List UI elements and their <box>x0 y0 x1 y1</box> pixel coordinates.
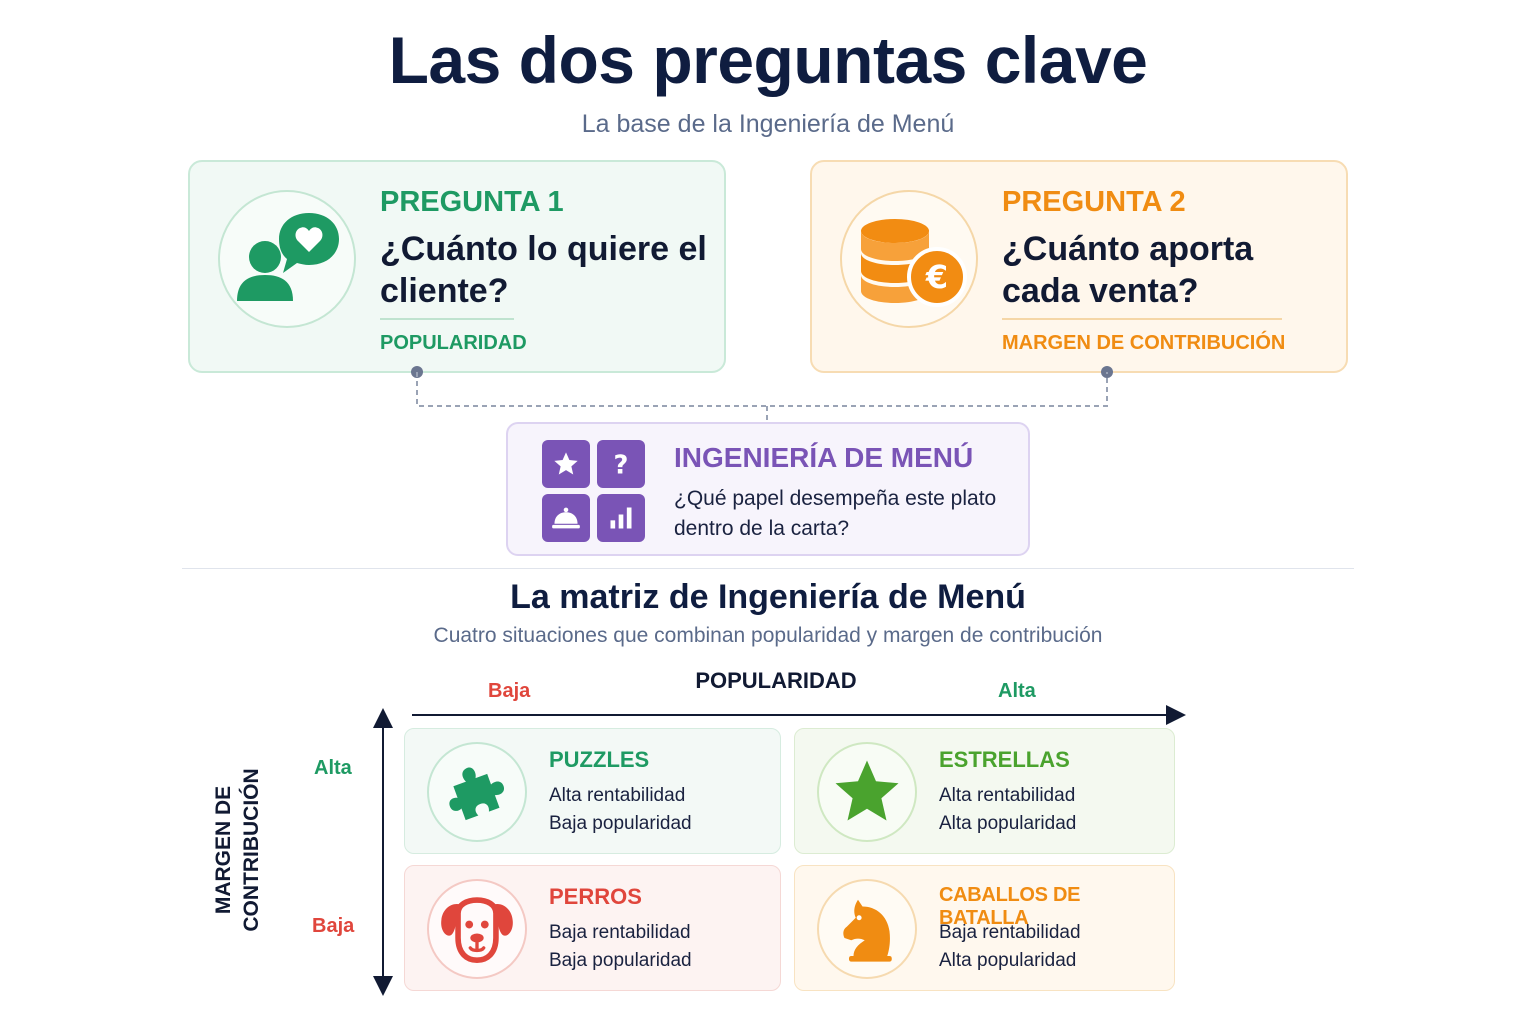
quadrant-profitability: Alta rentabilidad <box>549 785 686 806</box>
svg-text:?: ? <box>614 450 629 478</box>
question-1-text: ¿Cuánto lo quiere el cliente? <box>380 230 707 310</box>
cloche-icon <box>542 494 590 542</box>
bar-chart-icon <box>597 494 645 542</box>
svg-text:€: € <box>925 258 948 296</box>
question-2-concept: MARGEN DE CONTRIBUCIÓN <box>1002 332 1286 354</box>
section-divider <box>182 568 1354 569</box>
quadrant-caballos-de-batalla: CABALLOS DE BATALLA Baja rentabilidad Al… <box>794 865 1175 991</box>
euro-coins-icon: € <box>840 190 978 328</box>
puzzle-piece-icon <box>427 742 527 842</box>
question-1-concept: POPULARIDAD <box>380 332 527 354</box>
quadrant-popularity: Alta popularidad <box>939 813 1077 834</box>
x-axis-high-label: Alta <box>998 680 1036 702</box>
quadrant-title: PERROS <box>549 884 642 909</box>
dog-icon <box>427 879 527 979</box>
y-axis-low-label: Baja <box>312 915 355 937</box>
question-mark-icon: ? <box>597 440 645 488</box>
menu-engineering-title: INGENIERÍA DE MENÚ <box>674 442 974 473</box>
y-axis-title-wrap: MARGEN DE CONTRIBUCIÓN <box>140 768 340 931</box>
menu-engineering-text: ¿Qué papel desempeña este plato dentro d… <box>674 487 997 540</box>
quadrant-title: PUZZLES <box>549 747 650 772</box>
quadrant-profitability: Baja rentabilidad <box>939 922 1081 943</box>
star-icon <box>817 742 917 842</box>
quadrant-estrellas: ESTRELLAS Alta rentabilidad Alta popular… <box>794 728 1175 854</box>
page-subtitle: La base de la Ingeniería de Menú <box>581 110 955 138</box>
star-icon <box>542 440 590 488</box>
matrix-title: La matriz de Ingeniería de Menú <box>510 578 1026 616</box>
question-2-rule <box>1002 318 1282 320</box>
x-axis-title: POPULARIDAD <box>695 668 857 693</box>
question-1-rule <box>380 318 514 320</box>
quadrant-profitability: Alta rentabilidad <box>939 785 1076 806</box>
y-axis-title: MARGEN DE CONTRIBUCIÓN <box>212 768 263 932</box>
quadrant-popularity: Baja popularidad <box>549 813 692 834</box>
question-2-label: PREGUNTA 2 <box>1002 186 1186 218</box>
question-1-card: PREGUNTA 1 ¿Cuánto lo quiere el cliente?… <box>188 160 726 373</box>
dashed-connector <box>411 366 1113 422</box>
matrix-subtitle: Cuatro situaciones que combinan populari… <box>433 624 1103 647</box>
horse-icon <box>817 879 917 979</box>
question-2-card: € PREGUNTA 2 ¿Cuánto aporta cada venta? … <box>810 160 1348 373</box>
question-2-text: ¿Cuánto aporta cada venta? <box>1002 230 1254 310</box>
quadrant-profitability: Baja rentabilidad <box>549 922 691 943</box>
y-axis-high-label: Alta <box>314 757 352 779</box>
page-title: Las dos preguntas clave <box>388 23 1148 97</box>
quadrant-title: ESTRELLAS <box>939 747 1070 772</box>
customer-heart-icon <box>218 190 356 328</box>
quadrant-popularity: Alta popularidad <box>939 950 1077 971</box>
menu-engineering-card: ? INGENIERÍA DE MENÚ ¿Qué papel desempeñ… <box>506 422 1030 556</box>
quadrant-popularity: Baja popularidad <box>549 950 692 971</box>
quadrant-puzzles: PUZZLES Alta rentabilidad Baja popularid… <box>404 728 781 854</box>
x-axis-low-label: Baja <box>488 680 531 702</box>
question-1-label: PREGUNTA 1 <box>380 186 564 218</box>
quadrant-title: CABALLOS DE BATALLA <box>939 884 1081 929</box>
quadrant-perros: PERROS Baja rentabilidad Baja popularida… <box>404 865 781 991</box>
